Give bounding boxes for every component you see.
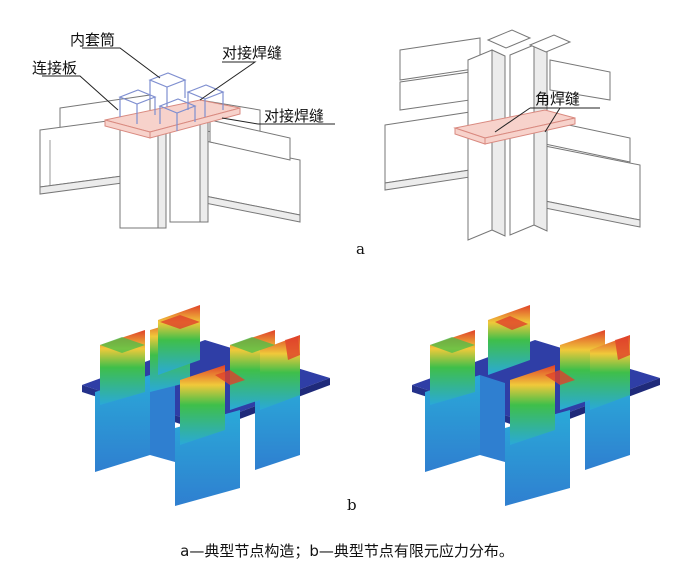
diagram-a-left <box>39 47 335 229</box>
label-butt-weld-top: 对接焊缝 <box>222 44 282 62</box>
label-butt-weld-side: 对接焊缝 <box>264 107 324 125</box>
label-inner-sleeve: 内套筒 <box>70 31 115 49</box>
subfigure-label-a: a <box>356 240 365 258</box>
figure-caption: a—典型节点构造；b—典型节点有限元应力分布。 <box>180 542 514 560</box>
subfigure-label-b: b <box>347 496 357 514</box>
label-connecting-plate: 连接板 <box>32 59 77 77</box>
label-fillet-weld: 角焊缝 <box>535 90 580 108</box>
fea-model-left <box>82 305 330 506</box>
fea-model-right <box>412 305 660 506</box>
diagram-a-right <box>384 29 641 241</box>
